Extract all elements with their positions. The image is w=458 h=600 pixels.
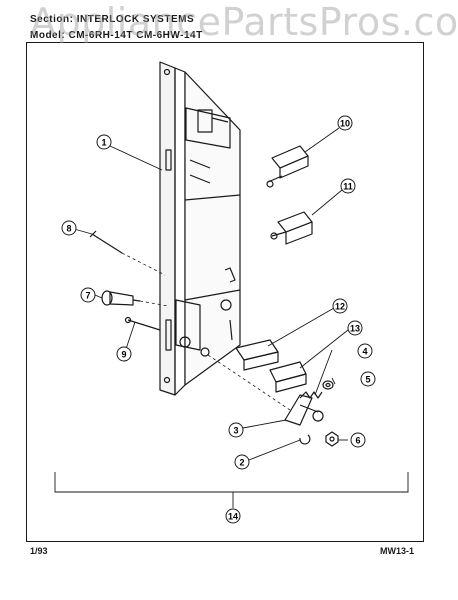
callout-9: 9: [116, 346, 132, 362]
svg-text:4: 4: [362, 347, 367, 357]
svg-text:8: 8: [66, 224, 71, 234]
footer-date: 1/93: [30, 546, 48, 556]
nut-6: [325, 431, 339, 447]
svg-text:11: 11: [343, 182, 353, 192]
watermark: AppliancePartsPros.com: [30, 0, 458, 44]
svg-text:6: 6: [355, 436, 360, 446]
callout-4: 4: [357, 343, 373, 359]
callout-5: 5: [360, 371, 376, 387]
svg-text:14: 14: [228, 512, 238, 522]
washer-5: [322, 380, 334, 390]
svg-text:5: 5: [365, 375, 370, 385]
ring-2: [299, 434, 311, 445]
callout-3: 3: [228, 422, 244, 438]
leader-lines: [54, 127, 409, 508]
svg-text:2: 2: [239, 458, 244, 468]
lever-3: [284, 394, 324, 426]
callout-6: 6: [350, 432, 366, 448]
callout-12: 12: [332, 298, 348, 314]
model-line: Model: CM-6RH-14T CM-6HW-14T: [30, 30, 203, 41]
section-title: Section: INTERLOCK SYSTEMS: [30, 14, 195, 25]
svg-text:1: 1: [101, 138, 106, 148]
diagram-frame: [26, 42, 424, 542]
screw-8: [89, 230, 123, 254]
callout-1: 1: [96, 134, 112, 150]
assembly-lines: [121, 252, 291, 411]
interlock-bracket: [159, 61, 241, 396]
switch-12: [235, 339, 279, 371]
spring-4: [299, 391, 323, 399]
svg-text:13: 13: [350, 324, 360, 334]
switch-13: [269, 361, 307, 393]
callout-8: 8: [61, 220, 77, 236]
svg-text:3: 3: [233, 426, 238, 436]
callout-7: 7: [80, 287, 96, 303]
svg-text:10: 10: [340, 119, 350, 129]
footer-page-code: MW13-1: [380, 546, 415, 556]
callout-10: 10: [337, 115, 353, 131]
svg-text:12: 12: [335, 302, 345, 312]
callout-14: 14: [225, 508, 241, 524]
shoulder-screw-7: [101, 290, 141, 306]
screw-9: [124, 316, 161, 331]
callouts: 1 10 11 8 7 9 12 13 4 5 3 6 2 14: [61, 115, 376, 524]
callout-13: 13: [347, 320, 363, 336]
switch-11: [270, 211, 313, 245]
callout-2: 2: [234, 454, 250, 470]
svg-text:9: 9: [121, 350, 126, 360]
svg-text:7: 7: [85, 291, 90, 301]
callout-11: 11: [340, 178, 356, 194]
switch-10: [266, 145, 309, 188]
